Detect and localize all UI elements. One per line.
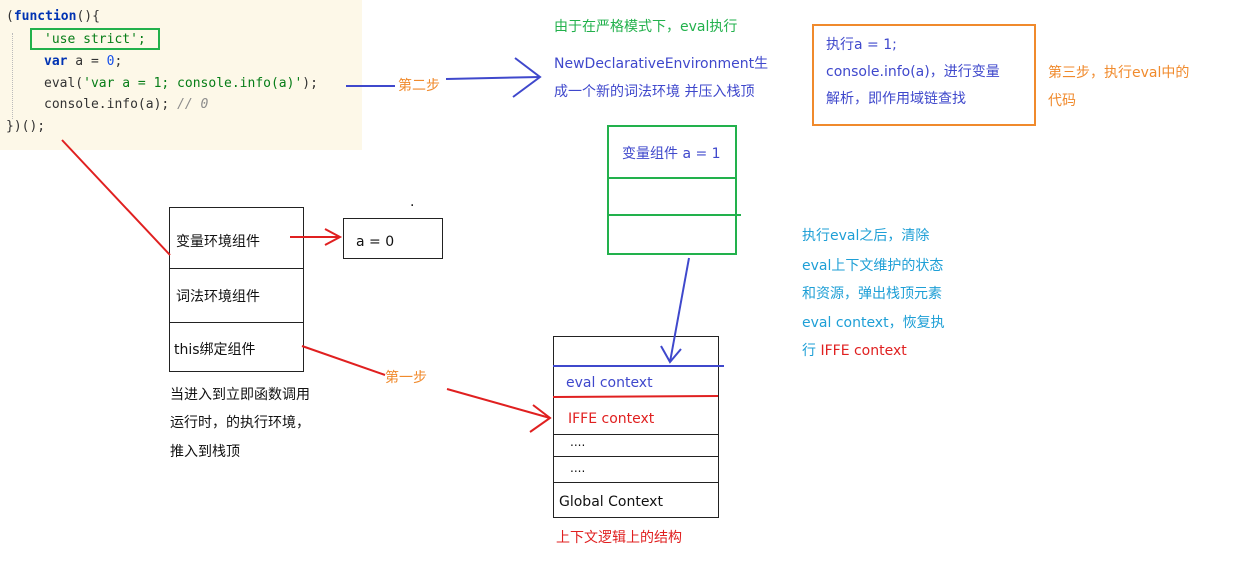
variable-value: a = 0	[356, 234, 395, 250]
after-eval-line1: 执行eval之后，清除	[802, 228, 930, 244]
eval-env-divider-1	[607, 177, 737, 179]
code-line-4: eval('var a = 1; console.info(a)');	[44, 76, 318, 91]
iffe-note-line2: 运行时，的执行环境，	[170, 415, 310, 431]
stack-item-eval-context: eval context	[566, 375, 653, 391]
eval-env-variable-row: 变量组件 a = 1	[622, 146, 721, 162]
use-strict-highlight	[30, 28, 160, 50]
code-snippet: (function(){ 'use strict'; var a = 0; ev…	[0, 0, 362, 150]
stray-dot: .	[410, 194, 415, 210]
code-line-3: var a = 0;	[44, 54, 123, 69]
iffe-this-binding: this绑定组件	[174, 342, 256, 358]
after-eval-line5: 行 IFFE context	[802, 343, 907, 359]
stack-caption: 上下文逻辑上的结构	[556, 530, 682, 546]
iffe-lexical-environment: 词法环境组件	[176, 289, 260, 305]
code-line-6: })();	[6, 119, 46, 134]
iffe-note-line3: 推入到栈顶	[170, 444, 240, 460]
after-eval-line2: eval上下文维护的状态	[802, 258, 944, 274]
code-line-5: console.info(a); // 0	[44, 97, 209, 112]
eval-environment-box	[607, 125, 737, 255]
code-line-1: (function(){	[6, 9, 100, 24]
step2-desc-line1: NewDeclarativeEnvironment生	[554, 56, 769, 72]
step3-box-line2: console.info(a)，进行变量	[826, 64, 1000, 80]
step2-desc-line2: 成一个新的词法环境 并压入栈顶	[554, 84, 755, 100]
step3-box	[812, 24, 1036, 126]
after-eval-line3: 和资源，弹出栈顶元素	[802, 286, 942, 302]
step3-box-line1: 执行a = 1;	[826, 37, 897, 53]
iffe-env-divider-2	[169, 322, 304, 323]
stack-divider-2	[553, 456, 719, 457]
stack-item-ellipsis-2: ....	[570, 461, 586, 475]
variable-value-arrow	[290, 228, 343, 246]
iffe-environment-box	[169, 207, 304, 372]
indent-guide	[12, 33, 13, 119]
step2-arrow	[346, 57, 542, 98]
context-stack	[553, 336, 719, 518]
eval-context-underline	[552, 395, 719, 398]
iffe-env-divider-1	[169, 268, 304, 269]
step3-label-line2: 代码	[1048, 93, 1076, 109]
iffe-note-line1: 当进入到立即函数调用	[170, 387, 310, 403]
iffe-env-arrow	[61, 139, 171, 256]
variable-value-box	[343, 218, 443, 259]
step1-arrow	[301, 345, 552, 433]
step1-label: 第一步	[385, 370, 427, 386]
stack-divider-3	[553, 482, 719, 483]
step2-label: 第二步	[398, 78, 440, 94]
iffe-variable-environment: 变量环境组件	[176, 234, 260, 250]
after-eval-line4: eval context，恢复执	[802, 315, 945, 331]
stack-item-ellipsis-1: ....	[570, 435, 586, 449]
step3-box-line3: 解析，即作用域链查找	[826, 91, 966, 107]
eval-env-divider-2	[607, 214, 741, 216]
step3-label-line1: 第三步，执行eval中的	[1048, 65, 1190, 81]
stack-item-global-context: Global Context	[559, 494, 663, 510]
push-eval-arrow	[660, 257, 690, 364]
step2-title: 由于在严格模式下，eval执行	[554, 19, 738, 35]
stack-item-iffe-context: IFFE context	[568, 411, 655, 427]
stack-divider-1	[553, 434, 719, 435]
code-line-2: 'use strict';	[44, 32, 146, 47]
